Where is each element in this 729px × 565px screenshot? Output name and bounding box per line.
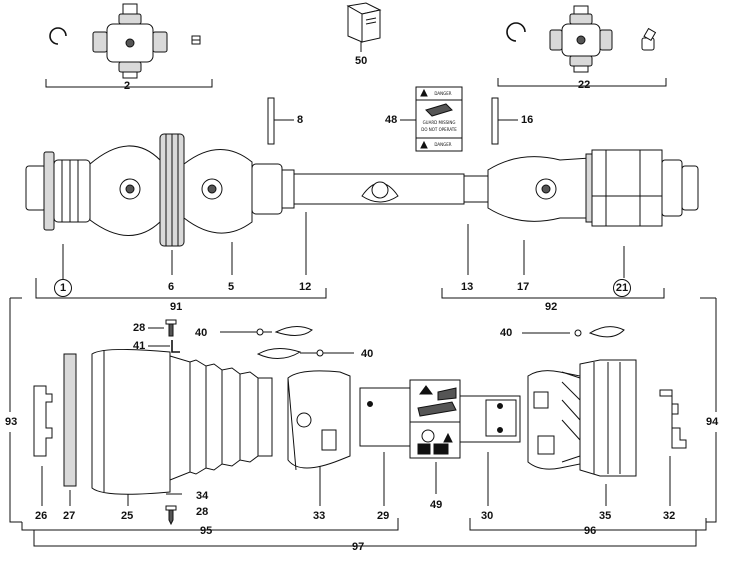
safety-chain-40-mid bbox=[256, 348, 354, 359]
tube-guard-inner-30 bbox=[457, 395, 521, 443]
callout-95: 95 bbox=[200, 525, 213, 537]
circlip-right bbox=[506, 22, 526, 42]
decal-line-1: DANGER bbox=[434, 91, 452, 96]
bearing-ring-left bbox=[63, 353, 77, 487]
callout-40-mid: 40 bbox=[361, 348, 374, 360]
screw-28 bbox=[165, 319, 177, 337]
callout-17: 17 bbox=[517, 281, 530, 293]
callout-2: 2 bbox=[124, 80, 131, 92]
callout-49: 49 bbox=[430, 499, 443, 511]
callout-1: 1 bbox=[54, 279, 72, 297]
circlip-left bbox=[49, 27, 67, 45]
guard-cone-right-35 bbox=[561, 359, 637, 477]
guard-cone-left bbox=[91, 348, 273, 495]
inner-shield-cone-right bbox=[527, 370, 581, 470]
callout-30: 30 bbox=[481, 510, 494, 522]
callout-33: 33 bbox=[313, 510, 326, 522]
callout-50: 50 bbox=[355, 55, 368, 67]
callout-22: 22 bbox=[578, 79, 591, 91]
callout-93: 93 bbox=[5, 416, 18, 428]
hook-41 bbox=[171, 340, 180, 353]
decal-line-2: GUARD MISSING bbox=[422, 120, 456, 125]
screw-28-lower bbox=[165, 505, 177, 526]
decal-line-4: DANGER bbox=[434, 142, 452, 147]
callout-25: 25 bbox=[121, 510, 134, 522]
decal-49 bbox=[409, 379, 461, 459]
tube-guard-outer-29 bbox=[359, 387, 411, 447]
callout-40-right: 40 bbox=[500, 327, 513, 339]
callout-28-bottom: 28 bbox=[196, 506, 209, 518]
cross-journal-left bbox=[92, 3, 168, 79]
decal-line-3: DO NOT OPERATE bbox=[421, 127, 457, 132]
shield-strip-right bbox=[491, 97, 499, 145]
callout-94: 94 bbox=[706, 416, 719, 428]
wide-angle-center-housing bbox=[159, 133, 295, 247]
callout-26: 26 bbox=[35, 510, 48, 522]
manual-book bbox=[346, 2, 382, 52]
safety-chain-40-right bbox=[522, 326, 625, 338]
callout-28-top: 28 bbox=[133, 322, 146, 334]
callout-35: 35 bbox=[599, 510, 612, 522]
callout-96: 96 bbox=[584, 525, 597, 537]
implement-yoke-assembly bbox=[487, 149, 699, 227]
callout-16: 16 bbox=[521, 114, 534, 126]
callout-41: 41 bbox=[133, 340, 146, 352]
callout-21: 21 bbox=[613, 279, 631, 297]
callout-13: 13 bbox=[461, 281, 474, 293]
outer-tube bbox=[293, 173, 465, 205]
inner-tube bbox=[463, 175, 489, 203]
callout-32: 32 bbox=[663, 510, 676, 522]
callout-91: 91 bbox=[170, 301, 183, 313]
callout-97: 97 bbox=[352, 541, 365, 553]
callout-27: 27 bbox=[63, 510, 76, 522]
callout-34: 34 bbox=[196, 490, 209, 502]
callout-8: 8 bbox=[297, 114, 304, 126]
grease-nipple-right bbox=[641, 27, 657, 51]
callout-29: 29 bbox=[377, 510, 390, 522]
tractor-yoke-assembly bbox=[25, 145, 161, 236]
callout-6: 6 bbox=[168, 281, 175, 293]
safety-chain-40-top bbox=[220, 326, 313, 336]
inner-shield-cone-33 bbox=[287, 370, 351, 471]
callout-48: 48 bbox=[385, 114, 398, 126]
callout-12: 12 bbox=[299, 281, 312, 293]
guard-retainer-clip-right bbox=[659, 389, 687, 449]
cross-journal-right bbox=[549, 5, 613, 73]
callout-40-top: 40 bbox=[195, 327, 208, 339]
warning-decal bbox=[415, 86, 463, 152]
guard-retainer-clip-left bbox=[33, 385, 53, 457]
callout-5: 5 bbox=[228, 281, 235, 293]
shield-strip-left bbox=[267, 97, 275, 145]
grease-nipple-left bbox=[191, 35, 201, 45]
callout-92: 92 bbox=[545, 301, 558, 313]
